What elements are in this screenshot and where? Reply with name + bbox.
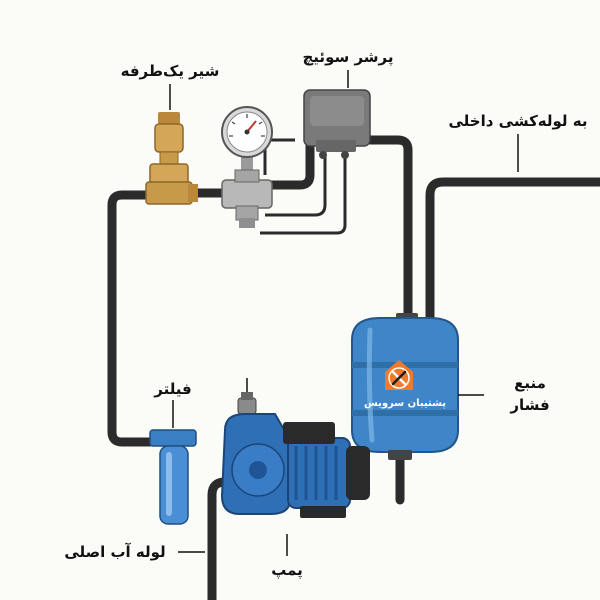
screwdriver-icon [391, 370, 407, 386]
label-tank-line1: منبع [514, 374, 546, 392]
switch-wire-2 [260, 150, 347, 235]
label-pressure-switch: پرشر سوئیچ [303, 48, 394, 67]
label-tank-line2: فشار [509, 396, 549, 414]
fitting-to-switch-pipe [257, 135, 315, 190]
label-one-way-valve: شیر یک‌طرفه [121, 62, 220, 80]
tank-to-house-pipe [425, 177, 600, 323]
pressure-switch [303, 89, 371, 159]
pressure-gauge [221, 106, 273, 174]
label-main-pipe: لوله آب اصلی [64, 543, 165, 561]
water-pump [220, 392, 370, 518]
brand-logo: پشتیبان سرویس [364, 360, 446, 409]
label-to-house-pipes: به لوله‌کشی داخلی [448, 112, 587, 130]
switch-wire-3 [263, 138, 295, 175]
cross-fitting [221, 169, 273, 228]
switch-wire-1 [265, 150, 327, 217]
label-pump: پمپ [271, 561, 303, 580]
water-filter [149, 429, 197, 525]
label-filter: فیلتر [153, 380, 192, 398]
one-way-valve [145, 112, 198, 205]
left-pipe [107, 190, 175, 447]
brand-name: پشتیبان سرویس [364, 398, 446, 409]
switch-to-tank-pipe [365, 135, 413, 323]
